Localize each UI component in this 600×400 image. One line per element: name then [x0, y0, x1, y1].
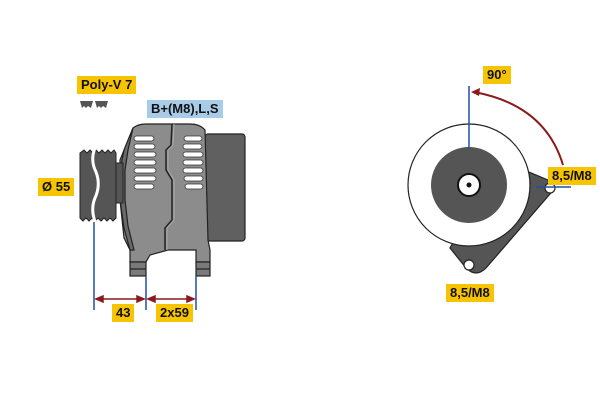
connection-label: B+(M8),L,S: [147, 100, 223, 118]
alternator-front-view: [407, 123, 556, 274]
hole-right-label: 8,5/M8: [548, 167, 596, 185]
vents-rear: [182, 135, 204, 190]
rear-cover: [204, 133, 246, 242]
mount-spacing-label: 2x59: [156, 304, 193, 322]
angle-label: 90°: [483, 66, 511, 84]
pulley: [79, 147, 124, 225]
hole-bottom-label: 8,5/M8: [446, 284, 494, 302]
angle-indicator: [468, 86, 571, 188]
belt-type-label: Poly-V 7: [77, 76, 137, 94]
vents-front: [133, 135, 157, 190]
pulley-diameter-label: Ø 55: [38, 178, 75, 196]
pulley-offset-label: 43: [112, 304, 135, 322]
alternator-housing: [119, 123, 211, 277]
poly-v-belt-icon: [80, 101, 108, 108]
dimension-lines-side: [93, 222, 197, 310]
dimension-arrows: [94, 294, 196, 304]
